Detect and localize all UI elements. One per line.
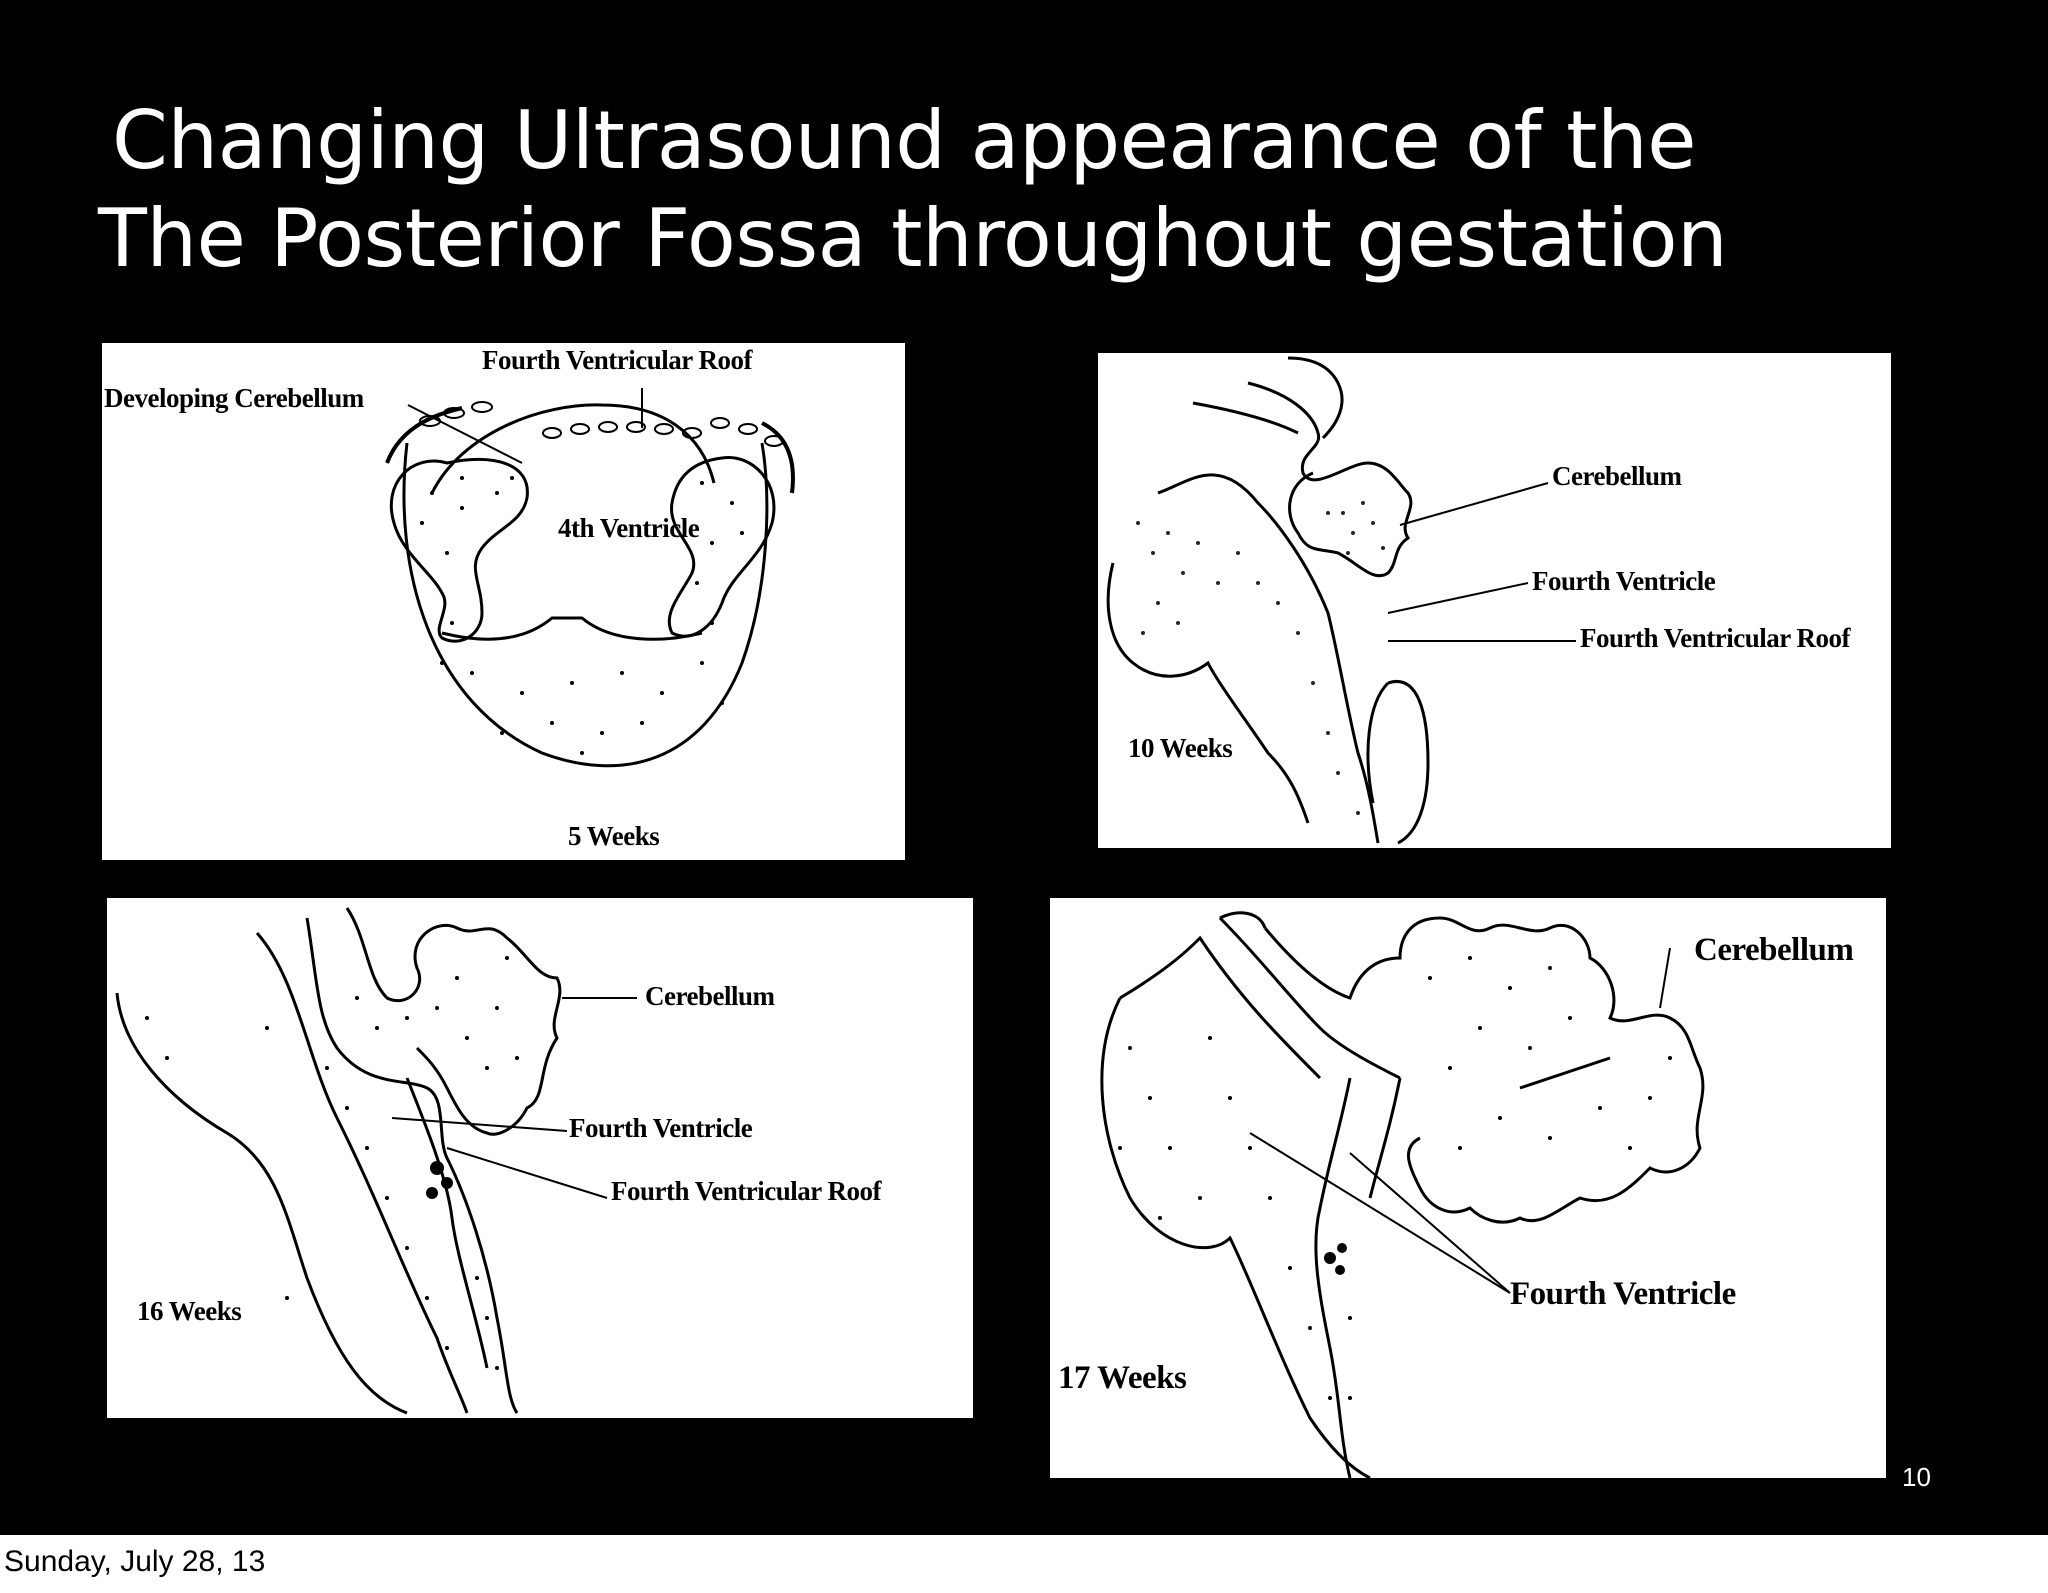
- panel-17-weeks: Cerebellum Fourth Ventricle 17 Weeks: [1050, 898, 1886, 1478]
- label-age-16-weeks: 16 Weeks: [137, 1296, 242, 1326]
- diagram-16-weeks: [115, 907, 637, 1415]
- panel-10-weeks: Cerebellum Fourth Ventricle Fourth Ventr…: [1098, 353, 1891, 848]
- diagram-5-weeks: [385, 388, 795, 768]
- label-age-17-weeks: 17 Weeks: [1058, 1360, 1187, 1396]
- diagram-17-weeks: [1100, 911, 1705, 1478]
- diagram-10-weeks: [1106, 356, 1576, 845]
- label-age-10-weeks: 10 Weeks: [1128, 733, 1233, 763]
- footer-date: Sunday, July 28, 13: [4, 1545, 266, 1578]
- label-cerebellum: Cerebellum: [1552, 461, 1682, 491]
- label-4th-ventricle: 4th Ventricle: [558, 513, 700, 543]
- label-fourth-ventricular-roof: Fourth Ventricular Roof: [611, 1176, 882, 1206]
- label-fourth-ventricle: Fourth Ventricle: [1510, 1276, 1736, 1312]
- label-developing-cerebellum: Developing Cerebellum: [104, 383, 364, 413]
- label-age-5-weeks: 5 Weeks: [568, 821, 660, 851]
- label-fourth-ventricle: Fourth Ventricle: [1532, 566, 1716, 596]
- label-cerebellum: Cerebellum: [1694, 932, 1854, 968]
- title-line-1: Changing Ultrasound appearance of the: [112, 94, 1696, 187]
- label-fourth-ventricular-roof: Fourth Ventricular Roof: [482, 345, 753, 375]
- page-number: 10: [1902, 1462, 1931, 1492]
- slide-title: Changing Ultrasound appearance of the Th…: [98, 92, 2012, 288]
- slide: Changing Ultrasound appearance of the Th…: [0, 0, 2048, 1535]
- label-fourth-ventricular-roof: Fourth Ventricular Roof: [1580, 623, 1851, 653]
- panel-5-weeks: Fourth Ventricular Roof Developing Cereb…: [102, 343, 905, 860]
- title-line-2: The Posterior Fossa throughout gestation: [98, 192, 1728, 285]
- label-fourth-ventricle: Fourth Ventricle: [569, 1113, 753, 1143]
- label-cerebellum: Cerebellum: [645, 981, 775, 1011]
- panel-16-weeks: Cerebellum Fourth Ventricle Fourth Ventr…: [107, 898, 973, 1418]
